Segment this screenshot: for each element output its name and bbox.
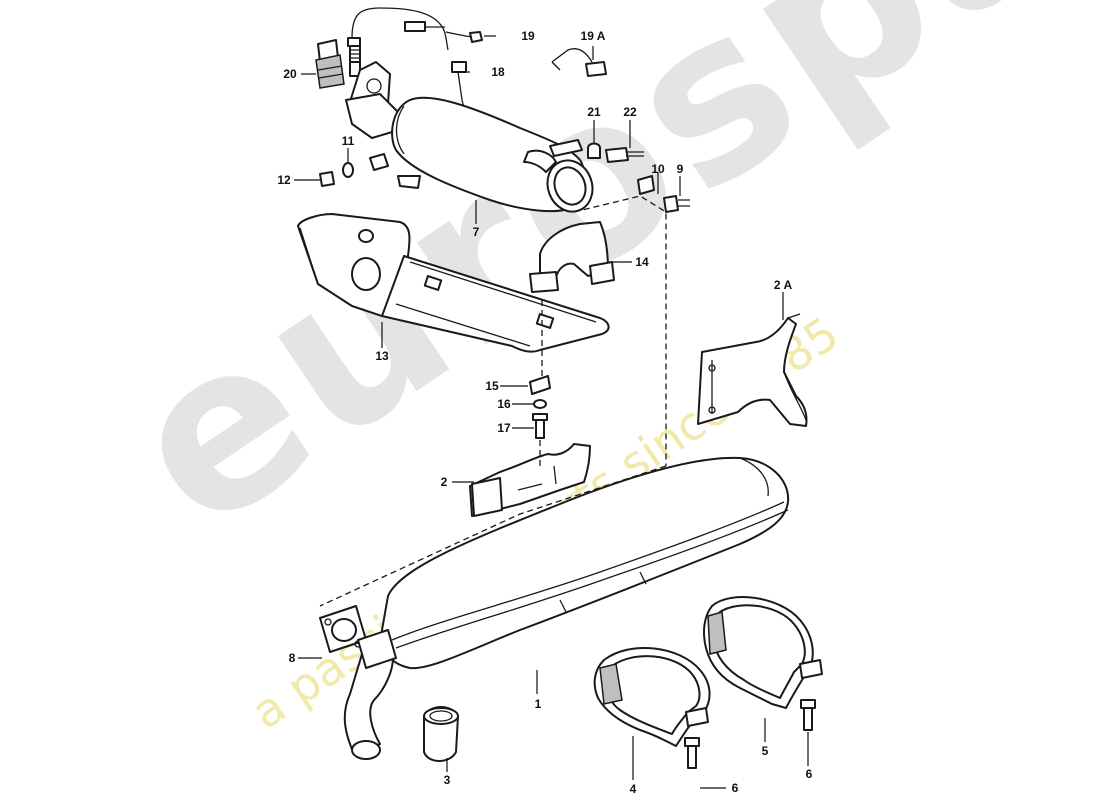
heat-shield-part [297,213,610,353]
assembly-guide-lines [319,195,667,607]
sensor-connector-part [551,48,607,77]
sensor-boot-part [315,39,345,89]
flange-gasket-part [319,605,367,653]
callout-14: 14 [635,255,649,269]
callout-9: 9 [677,162,684,176]
callout-2: 2 [441,475,448,489]
tailpipe-part [343,629,397,760]
muffler-strap-rear-part [703,596,823,709]
callout-5: 5 [762,744,769,758]
callout-20: 20 [283,67,297,81]
callout-6-rear: 6 [806,767,813,781]
pre-silencer-part [345,61,594,213]
callout-2a: 2 A [774,278,793,292]
mounting-hardware-part [529,375,551,439]
muffler-strap-front-part [593,647,711,747]
callout-19a: 19 A [581,29,606,43]
callout-1: 1 [535,697,542,711]
callout-15: 15 [485,379,499,393]
callout-3: 3 [444,773,451,787]
callout-leaders [294,35,809,789]
callout-6-front: 6 [732,781,739,795]
callout-8: 8 [289,651,296,665]
callout-22: 22 [623,105,637,119]
callout-11: 11 [342,134,355,148]
strap-bolt-front-part [684,737,700,769]
lower-bracket-part [469,443,591,517]
callout-16: 16 [497,397,511,411]
callout-7: 7 [473,225,480,239]
callout-12: 12 [277,173,291,187]
upper-bracket-part [529,221,615,293]
callout-10: 10 [651,162,665,176]
tailpipe-sleeve-part [423,706,459,762]
callout-18: 18 [491,65,505,79]
callout-21: 21 [587,105,601,119]
callout-17: 17 [497,421,511,435]
oxygen-sensor-part [347,7,516,153]
drain-plug-part [319,153,389,187]
clamp-bolt-part [587,142,690,213]
main-muffler-part [380,456,790,670]
callout-4: 4 [630,782,637,796]
side-bracket-part [697,313,808,427]
strap-bolt-rear-part [800,699,816,731]
callout-13: 13 [375,349,389,363]
callout-19: 19 [521,29,535,43]
callout-labels: 1 2 2 A 3 4 5 6 6 7 8 9 10 11 12 13 14 1… [277,29,812,796]
